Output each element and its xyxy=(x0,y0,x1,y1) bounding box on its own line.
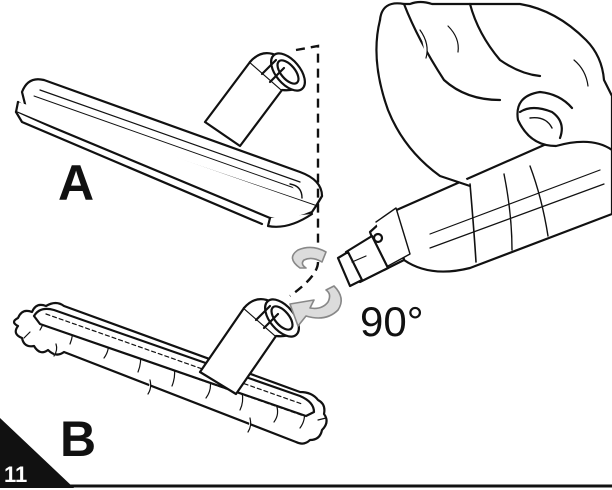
rotation-label: 90° xyxy=(360,298,424,345)
alignment-guide-lines xyxy=(289,44,320,297)
hand-with-steam-gun xyxy=(336,0,612,288)
label-a: A xyxy=(58,155,94,211)
step-number: 11 xyxy=(4,462,27,487)
step-badge: 11 xyxy=(0,418,74,488)
nozzle-a xyxy=(14,51,324,228)
label-b: B xyxy=(60,411,96,467)
rotation-arrow-icon xyxy=(289,246,342,327)
nozzle-b xyxy=(12,297,328,445)
